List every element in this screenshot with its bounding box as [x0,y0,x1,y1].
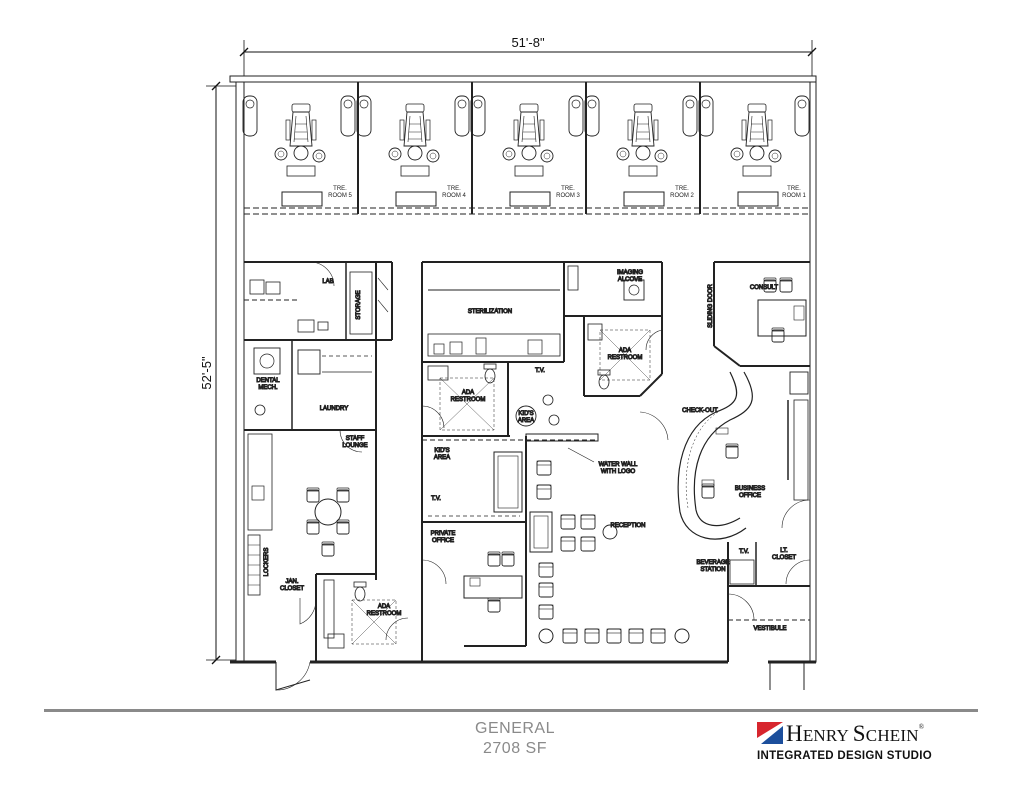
vestibule: VESTIBULE [727,593,805,690]
dental-mech-label-1: DENTAL [256,378,280,384]
imaging-alcove-label-2: ALCOVE [618,277,642,283]
left-wing-walls [244,261,393,662]
water-wall-label-2: WITH LOGO [601,469,636,475]
henry-schein-mark-icon [757,722,783,744]
kids-area-lower-label-1: KID'S [434,448,449,454]
beverage-station-label-2: STATION [700,567,725,573]
laundry-room: LAUNDRY [297,349,372,413]
center-walls [421,261,663,662]
kids-area-lower: KID'S AREA T.V. [428,448,523,517]
ada-restroom-right-label-2: RESTROOM [608,355,643,361]
ada-restroom-center-label-2: RESTROOM [451,397,486,403]
private-office-label-1: PRIVATE [431,531,456,537]
lockers: LOCKERS [247,534,271,596]
storage-label: STORAGE [356,290,362,319]
footer-divider [44,709,978,712]
plan-title: GENERAL 2708 SF [445,719,585,759]
tre-room-5-label-2: ROOM 5 [328,193,352,199]
private-office-label-2: OFFICE [432,538,454,544]
water-wall: WATER WALL WITH LOGO [525,433,639,476]
treatment-room-4: TRE. ROOM 4 [356,95,470,207]
water-wall-label-1: WATER WALL [599,462,638,468]
business-office-label-2: OFFICE [739,493,761,499]
tv-label-1: T.V. [535,368,545,374]
treatment-room-2: TRE. ROOM 2 [584,95,698,207]
tre-room-2-label-1: TRE. [675,186,689,192]
reception-label: RECEPTION [610,523,645,529]
rear-door [275,661,311,691]
check-out-label: CHECK-OUT [682,408,718,414]
kids-area-upper: T.V. KID'S AREA [515,368,560,427]
storage-room: STORAGE [349,271,389,335]
consult-label: CONSULT [750,285,779,291]
laundry-label: LAUNDRY [320,406,349,412]
treatment-room-3: TRE. ROOM 3 [470,95,584,207]
dimension-height: 52'-5" [199,81,236,665]
ada-restroom-lower-label-2: RESTROOM [367,611,402,617]
kids-area-upper-label-2: AREA [518,418,534,424]
jan-closet: JAN. CLOSET [279,579,317,625]
tre-room-4-label-1: TRE. [447,186,461,192]
beverage-station-label-1: BEVERAGE [696,560,729,566]
henry-schein-logo: HENRY SCHEIN® INTEGRATED DESIGN STUDIO [757,721,982,766]
jan-closet-label-2: CLOSET [280,586,304,592]
tv-label-3: T.V. [739,549,749,555]
exterior-walls [229,75,817,664]
lab-room: LAB [249,261,335,333]
ada-restroom-lower: ADA RESTROOM [323,579,409,649]
business-office: BUSINESS OFFICE [734,371,811,529]
lockers-label: LOCKERS [264,548,270,577]
sliding-door-label: SLIDING DOOR [708,284,714,328]
treatment-row [244,82,810,215]
ada-restroom-lower-label-1: ADA [378,604,390,610]
kids-area-upper-label-1: KID'S [518,411,533,417]
tre-room-1-label-1: TRE. [787,186,801,192]
private-office: PRIVATE OFFICE [421,531,523,613]
width-dimension-label: 51'-8" [511,35,545,50]
treatment-room-5: TRE. ROOM 5 [242,95,356,207]
lt-closet: LT. CLOSET [771,548,811,585]
ada-restroom-right-label-1: ADA [619,348,631,354]
dental-mech-label-2: MECH. [258,385,278,391]
sterilization-label: STERILIZATION [468,309,512,315]
imaging-alcove: IMAGING ALCOVE [567,265,645,301]
tre-room-1-label-2: ROOM 1 [782,193,806,199]
height-dimension-label: 52'-5" [199,356,214,390]
tre-room-2-label-2: ROOM 2 [670,193,694,199]
imaging-alcove-label-1: IMAGING [617,270,643,276]
ada-restroom-center-label-1: ADA [462,390,474,396]
staff-lounge: STAFF LOUNGE [247,429,368,557]
plan-area: 2708 SF [483,740,547,757]
staff-lounge-label-2: LOUNGE [342,443,367,449]
tre-room-3-label-2: ROOM 3 [556,193,580,199]
right-wing-walls [713,261,810,662]
vestibule-label: VESTIBULE [753,626,786,632]
lt-closet-label-2: CLOSET [772,555,796,561]
reception-area: RECEPTION [529,460,690,644]
kids-area-lower-label-2: AREA [434,455,450,461]
brand-tagline: INTEGRATED DESIGN STUDIO [757,750,933,762]
lt-closet-label-1: LT. [780,548,788,554]
staff-lounge-label-1: STAFF [346,436,365,442]
lab-label: LAB [322,279,333,285]
beverage-station: T.V. BEVERAGE STATION [696,549,755,585]
consult-room: CONSULT SLIDING DOOR [708,277,807,343]
check-out-desk: CHECK-OUT [639,371,753,540]
tre-room-4-label-2: ROOM 4 [442,193,466,199]
ada-restroom-center: ADA RESTROOM [421,363,497,431]
brand-name: HENRY SCHEIN® [786,721,925,746]
dental-mech-room: DENTAL MECH. [253,347,281,416]
tre-room-3-label-1: TRE. [561,186,575,192]
tre-room-5-label-1: TRE. [333,186,347,192]
sterilization-room: STERILIZATION [427,289,561,357]
business-office-label-1: BUSINESS [735,486,765,492]
tv-label-2: T.V. [431,496,441,502]
ada-restroom-right: ADA RESTROOM [587,323,663,390]
treatment-room-1: TRE. ROOM 1 [698,95,810,207]
floor-plan: 51'-8" 52'-5" TRE. ROOM 5 TRE. [199,35,817,691]
plan-name: GENERAL [475,720,555,737]
jan-closet-label-1: JAN. [285,579,298,585]
dimension-width: 51'-8" [239,35,817,76]
